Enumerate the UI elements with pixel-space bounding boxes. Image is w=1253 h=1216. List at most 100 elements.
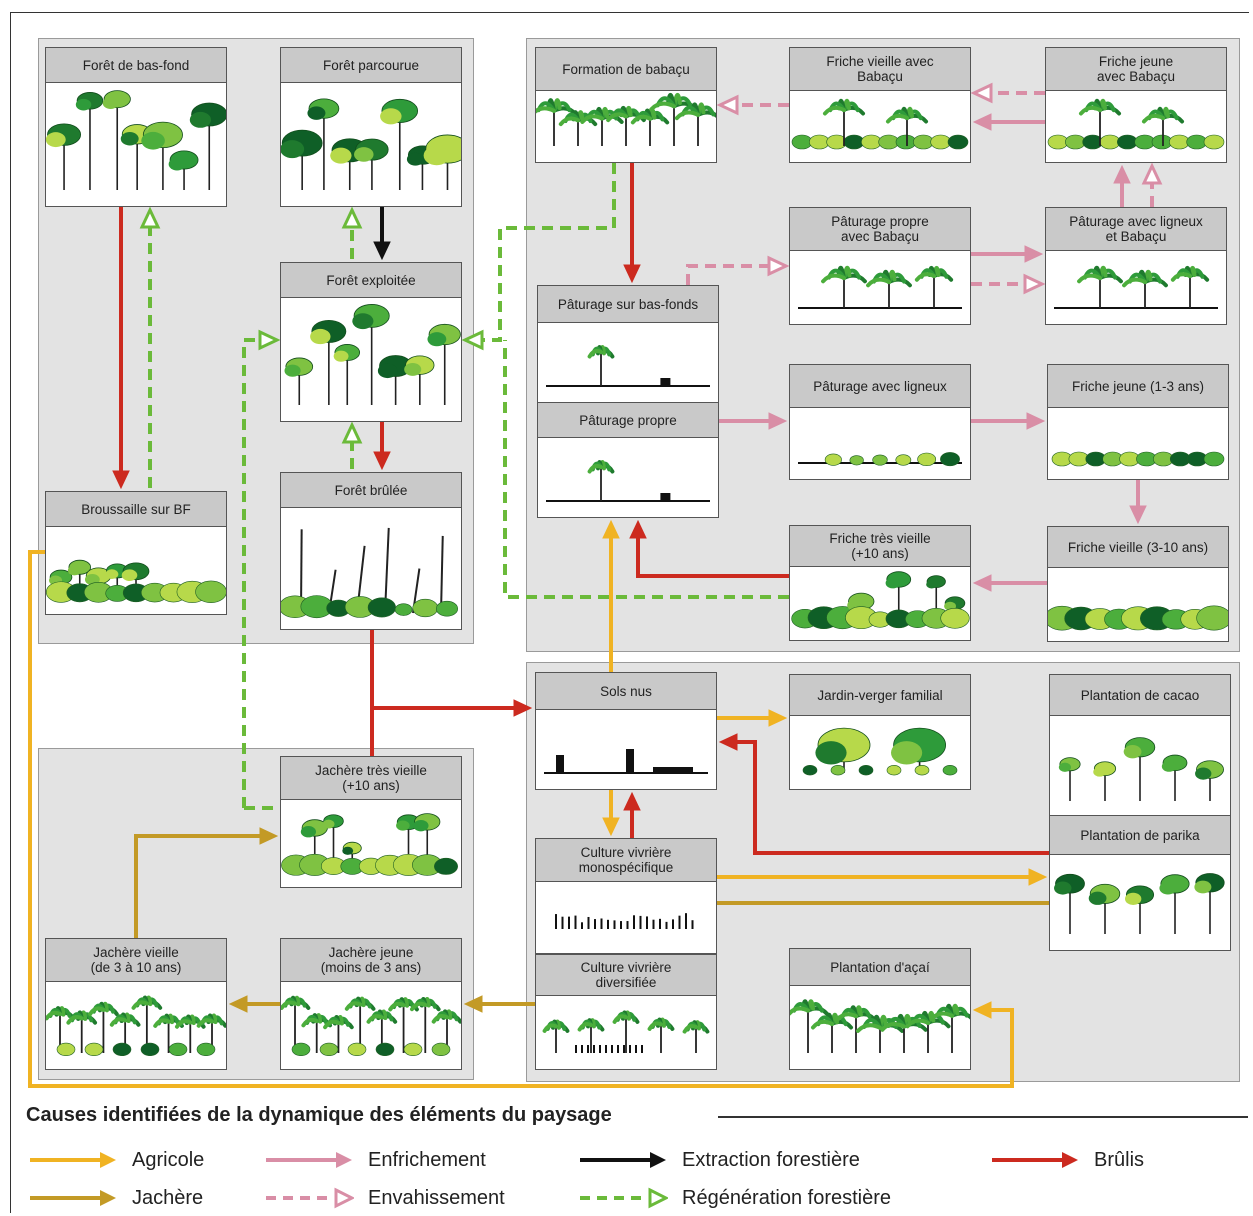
legend-item-envahissement: Envahissement bbox=[266, 1186, 505, 1210]
card-paturage-propre: Pâturage propre bbox=[537, 402, 719, 518]
card-title: Pâturage sur bas-fonds bbox=[538, 286, 718, 323]
old-fallow-illustration bbox=[790, 566, 970, 640]
pasture-illustration bbox=[538, 322, 718, 402]
forest-illustration bbox=[46, 82, 226, 206]
arrow-envahissement bbox=[716, 94, 789, 116]
card-title: Formation de babaçu bbox=[536, 48, 716, 91]
card-title: Pâturage avec ligneux bbox=[790, 365, 970, 408]
palm-pasture-illustration bbox=[1046, 250, 1226, 324]
pasture-illustration bbox=[538, 437, 718, 517]
legend-item-regeneration: Régénération forestière bbox=[580, 1186, 891, 1210]
card-title: Jardin-verger familial bbox=[790, 675, 970, 716]
arrow-regeneration bbox=[461, 163, 616, 351]
arrow-envahissement bbox=[970, 82, 1045, 104]
palm-fallow-illustration bbox=[1046, 90, 1226, 162]
card-friche-tres-vieille: Friche très vieille (+10 ans) bbox=[789, 525, 971, 641]
card-title: Plantation de cacao bbox=[1050, 675, 1230, 716]
dashed-arrow-icon bbox=[580, 1187, 668, 1209]
arrow-regeneration bbox=[341, 421, 363, 469]
card-jachere-vieille: Jachère vieille (de 3 à 10 ans) bbox=[45, 938, 227, 1070]
card-jachere-jeune: Jachère jeune (moins de 3 ans) bbox=[280, 938, 462, 1070]
fallow-trees-illustration bbox=[281, 981, 461, 1069]
card-plantation-cacao: Plantation de cacao bbox=[1049, 674, 1231, 818]
arrow-extraction bbox=[373, 207, 391, 261]
orchard-illustration bbox=[790, 715, 970, 789]
card-title: Jachère jeune (moins de 3 ans) bbox=[281, 939, 461, 982]
card-sols-nus: Sols nus bbox=[535, 672, 717, 790]
arrow-envahissement bbox=[1141, 162, 1163, 207]
card-foret-brulee: Forêt brûlée bbox=[280, 472, 462, 630]
card-friche-jeune: Friche jeune (1-3 ans) bbox=[1047, 364, 1229, 480]
cacao-illustration bbox=[1050, 715, 1230, 817]
sparse-pasture-illustration bbox=[790, 407, 970, 479]
card-title: Friche vieille avec Babaçu bbox=[790, 48, 970, 91]
card-formation-babacu: Formation de babaçu bbox=[535, 47, 717, 163]
arrow-enfrichement bbox=[1129, 480, 1147, 525]
legend-label: Envahissement bbox=[368, 1186, 505, 1209]
arrow-brulis bbox=[112, 207, 130, 490]
fallow-trees-illustration bbox=[46, 981, 226, 1069]
card-title: Friche jeune avec Babaçu bbox=[1046, 48, 1226, 91]
crop-rows-illustration bbox=[536, 881, 716, 953]
card-title: Forêt brûlée bbox=[281, 473, 461, 508]
card-title: Friche vieille (3-10 ans) bbox=[1048, 527, 1228, 568]
shrub-illustration bbox=[46, 526, 226, 614]
card-title: Pâturage propre bbox=[538, 403, 718, 438]
card-title: Friche très vieille (+10 ans) bbox=[790, 526, 970, 567]
connector-regeneration bbox=[503, 340, 789, 599]
arrow-envahissement bbox=[686, 255, 790, 285]
arrow-brulis bbox=[629, 519, 789, 578]
legend-label: Jachère bbox=[132, 1186, 204, 1209]
card-paturage-ligneux: Pâturage avec ligneux bbox=[789, 364, 971, 480]
arrow-envahissement bbox=[971, 273, 1046, 295]
arrow-agricole bbox=[717, 868, 1048, 886]
legend-rule bbox=[718, 1116, 1248, 1118]
card-title: Broussaille sur BF bbox=[46, 492, 226, 527]
legend-item-enfrichement: Enfrichement bbox=[266, 1148, 486, 1172]
arrow-enfrichement bbox=[971, 245, 1044, 263]
card-friche-vieille: Friche vieille (3-10 ans) bbox=[1047, 526, 1229, 642]
arrow-brulis bbox=[718, 733, 1049, 855]
acai-illustration bbox=[790, 985, 970, 1069]
card-friche-vieille-babacu: Friche vieille avec Babaçu bbox=[789, 47, 971, 163]
arrow-icon bbox=[580, 1152, 666, 1168]
arrow-regeneration bbox=[139, 206, 161, 488]
card-title: Sols nus bbox=[536, 673, 716, 710]
card-paturage-bas-fonds: Pâturage sur bas-fonds bbox=[537, 285, 719, 403]
forest-illustration bbox=[281, 297, 461, 421]
arrow-agricole bbox=[717, 709, 788, 727]
palm-illustration bbox=[536, 90, 716, 162]
palm-fallow-illustration bbox=[790, 90, 970, 162]
card-title: Forêt parcourue bbox=[281, 48, 461, 83]
arrow-enfrichement bbox=[971, 412, 1046, 430]
arrow-regeneration bbox=[242, 329, 281, 808]
arrow-icon bbox=[266, 1152, 352, 1168]
legend-label: Agricole bbox=[132, 1148, 205, 1171]
arrow-enfrichement bbox=[719, 412, 788, 430]
arrow-agricole bbox=[28, 550, 1014, 1088]
mixed-crop-illustration bbox=[536, 995, 716, 1069]
card-plantation-acai: Plantation d'açaí bbox=[789, 948, 971, 1070]
arrow-icon bbox=[30, 1190, 116, 1206]
arrow-icon bbox=[30, 1152, 116, 1168]
legend-item-agricole: Agricole bbox=[30, 1148, 204, 1172]
arrow-brulis bbox=[370, 630, 533, 717]
legend-item-extraction: Extraction forestière bbox=[580, 1148, 860, 1172]
card-title: Plantation de parika bbox=[1050, 816, 1230, 855]
card-title: Culture vivrière monospécifique bbox=[536, 839, 716, 882]
parika-illustration bbox=[1050, 854, 1230, 950]
legend-label: Extraction forestière bbox=[682, 1148, 860, 1171]
arrow-icon bbox=[992, 1152, 1078, 1168]
card-culture-mono: Culture vivrière monospécifique bbox=[535, 838, 717, 954]
card-title: Friche jeune (1-3 ans) bbox=[1048, 365, 1228, 408]
burnt-forest-illustration bbox=[281, 507, 461, 629]
bare-soil-illustration bbox=[536, 709, 716, 789]
legend-label: Enfrichement bbox=[368, 1148, 486, 1171]
card-title: Plantation d'açaí bbox=[790, 949, 970, 986]
old-fallow-illustration bbox=[281, 799, 461, 887]
card-paturage-propre-babacu: Pâturage propre avec Babaçu bbox=[789, 207, 971, 325]
young-fallow-illustration bbox=[1048, 407, 1228, 479]
fallow-illustration bbox=[1048, 567, 1228, 641]
card-foret-parcourue: Forêt parcourue bbox=[280, 47, 462, 207]
